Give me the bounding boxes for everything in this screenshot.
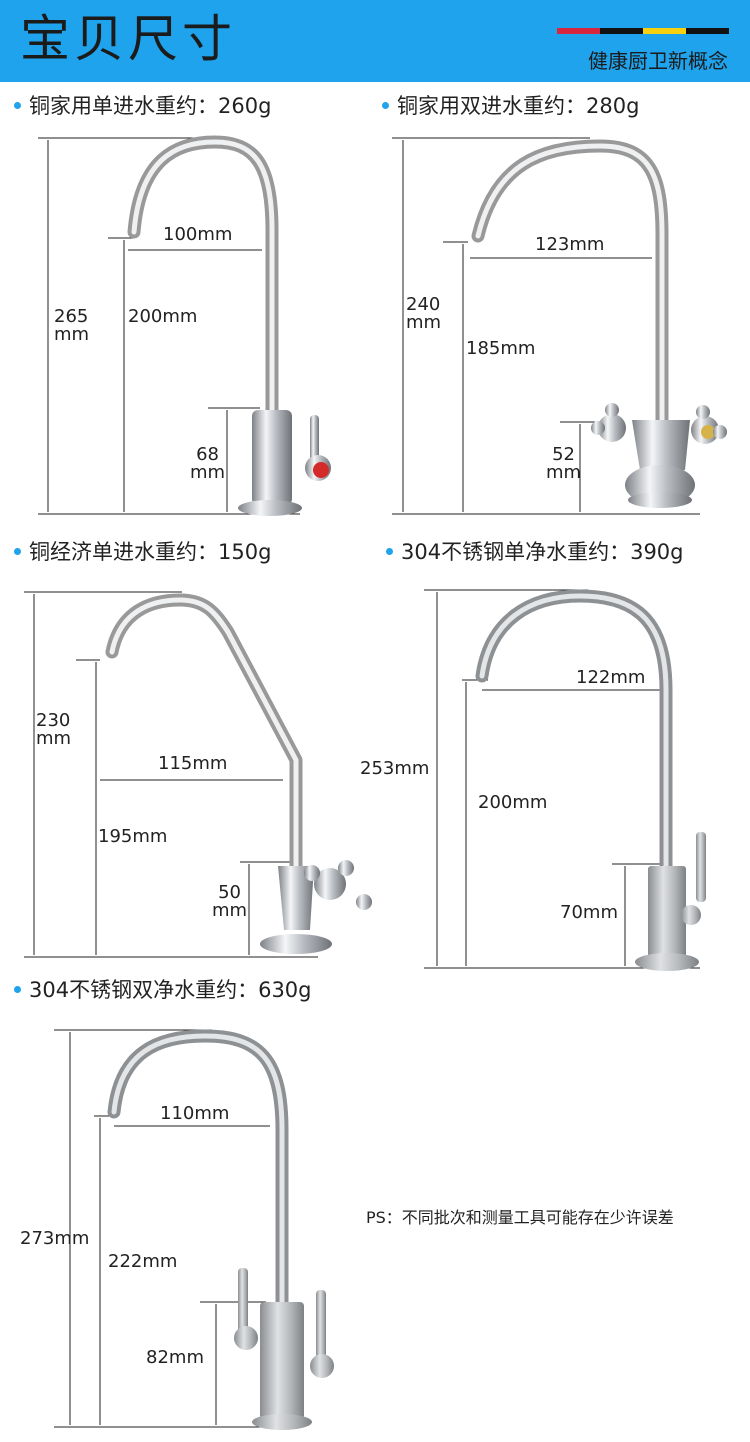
bullet-icon bbox=[14, 985, 21, 993]
reach-3: 115mm bbox=[158, 753, 228, 774]
base-height-5: 82mm bbox=[146, 1347, 204, 1368]
spout-height-1: 200mm bbox=[128, 306, 198, 327]
faucet-3 bbox=[24, 591, 318, 958]
reach-5: 110mm bbox=[160, 1103, 230, 1124]
spout-height-3: 195mm bbox=[98, 826, 168, 847]
bullet-icon bbox=[382, 101, 389, 109]
bullet-icon bbox=[386, 547, 393, 555]
base-height-2: 52 mm bbox=[546, 444, 582, 483]
base-height-1: 68 mm bbox=[190, 444, 226, 483]
color-stripe bbox=[557, 28, 729, 34]
measurement-note: PS：不同批次和测量工具可能存在少许误差 bbox=[366, 1208, 674, 1227]
page-title: 宝贝尺寸 bbox=[20, 10, 236, 68]
bullet-icon bbox=[14, 101, 21, 109]
product-label-4: 304不锈钢单净水重约：390g bbox=[386, 538, 684, 566]
faucet-5-body bbox=[107, 1029, 334, 1430]
reach-1: 100mm bbox=[163, 224, 233, 245]
spout-height-5: 222mm bbox=[108, 1251, 178, 1272]
product-label-5: 304不锈钢双净水重约：630g bbox=[14, 976, 312, 1004]
total-height-4: 253mm bbox=[360, 758, 430, 779]
faucet-2 bbox=[392, 137, 700, 515]
header-subtitle: 健康厨卫新概念 bbox=[588, 49, 728, 73]
faucet-5 bbox=[54, 1029, 300, 1428]
base-height-3: 50 mm bbox=[212, 882, 248, 921]
header-banner: 宝贝尺寸 健康厨卫新概念 bbox=[0, 0, 750, 82]
total-height-1: 265 mm bbox=[54, 306, 90, 345]
reach-2: 123mm bbox=[535, 234, 605, 255]
faucet-3-body bbox=[105, 593, 372, 954]
base-height-4: 70mm bbox=[560, 902, 618, 923]
reach-4: 122mm bbox=[576, 667, 646, 688]
spout-height-2: 185mm bbox=[466, 338, 536, 359]
product-label-1: 铜家用单进水重约：260g bbox=[14, 92, 271, 120]
bullet-icon bbox=[14, 547, 21, 555]
faucet-1-body bbox=[127, 135, 331, 516]
total-height-3: 230 mm bbox=[36, 710, 72, 749]
total-height-2: 240 mm bbox=[406, 294, 442, 333]
product-label-2: 铜家用双进水重约：280g bbox=[382, 92, 639, 120]
faucet-2-body bbox=[471, 139, 727, 508]
spout-height-4: 200mm bbox=[478, 792, 548, 813]
product-label-3: 铜经济单进水重约：150g bbox=[14, 538, 271, 566]
faucet-4-body bbox=[475, 589, 706, 971]
total-height-5: 273mm bbox=[20, 1228, 90, 1249]
